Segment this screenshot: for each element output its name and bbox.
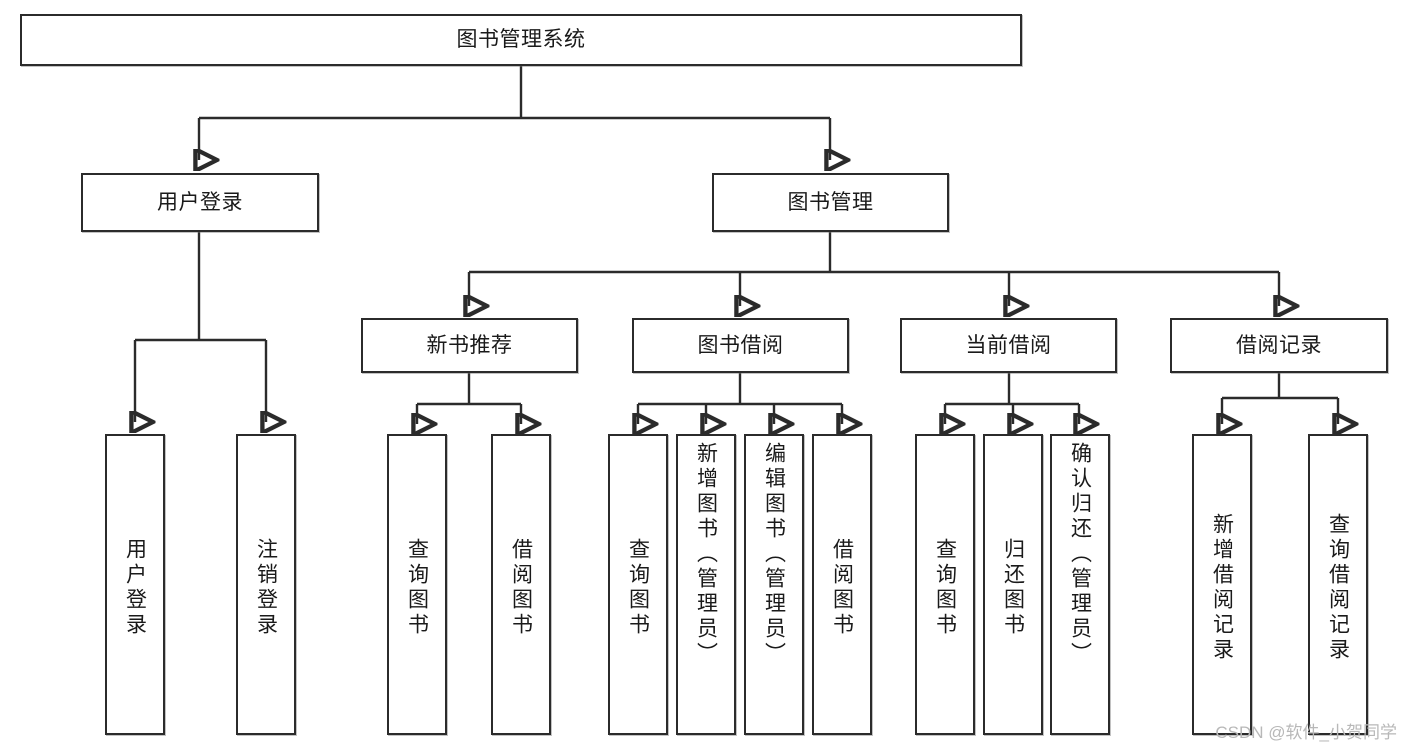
leaf-add-book[interactable]: 新增图书（管理员）	[676, 434, 736, 735]
node-label: 用户登录	[123, 537, 147, 638]
node-label: 图书借阅	[697, 333, 784, 357]
node-label: 当前借阅	[965, 333, 1052, 357]
node-label: 图书管理	[787, 190, 874, 214]
node-new-book-recommend[interactable]: 新书推荐	[361, 318, 578, 373]
node-root-book-management-system[interactable]: 图书管理系统	[20, 14, 1022, 66]
node-label: 确认归还（管理员）	[1068, 442, 1092, 667]
leaf-return-book[interactable]: 归还图书	[983, 434, 1043, 735]
node-label: 查询借阅记录	[1326, 512, 1350, 663]
node-label: 借阅图书	[830, 537, 854, 638]
leaf-edit-book[interactable]: 编辑图书（管理员）	[744, 434, 804, 735]
leaf-query-book-2[interactable]: 查询图书	[608, 434, 668, 735]
node-label: 查询图书	[626, 537, 650, 638]
leaf-borrow-book-2[interactable]: 借阅图书	[812, 434, 872, 735]
leaf-query-record[interactable]: 查询借阅记录	[1308, 434, 1368, 735]
node-label: 新增借阅记录	[1210, 512, 1234, 663]
node-label: 新增图书（管理员）	[694, 442, 718, 667]
leaf-query-book-1[interactable]: 查询图书	[387, 434, 447, 735]
leaf-borrow-book-1[interactable]: 借阅图书	[491, 434, 551, 735]
node-current-borrow[interactable]: 当前借阅	[900, 318, 1117, 373]
watermark-text: CSDN @软件_小贺同学	[1215, 723, 1397, 742]
node-user-login[interactable]: 用户登录	[81, 173, 319, 232]
leaf-query-book-3[interactable]: 查询图书	[915, 434, 975, 735]
node-label: 新书推荐	[426, 333, 513, 357]
node-label: 查询图书	[405, 537, 429, 638]
node-label: 查询图书	[933, 537, 957, 638]
node-label: 归还图书	[1001, 537, 1025, 638]
node-book-borrow[interactable]: 图书借阅	[632, 318, 849, 373]
leaf-user-login[interactable]: 用户登录	[105, 434, 165, 735]
leaf-confirm-return[interactable]: 确认归还（管理员）	[1050, 434, 1110, 735]
node-label: 图书管理系统	[456, 28, 586, 52]
node-borrow-record[interactable]: 借阅记录	[1170, 318, 1388, 373]
leaf-logout[interactable]: 注销登录	[236, 434, 296, 735]
node-label: 用户登录	[157, 190, 243, 214]
node-book-manage[interactable]: 图书管理	[712, 173, 949, 232]
node-label: 借阅记录	[1236, 333, 1322, 357]
node-label: 借阅图书	[509, 537, 533, 638]
node-label: 编辑图书（管理员）	[762, 442, 786, 667]
leaf-add-record[interactable]: 新增借阅记录	[1192, 434, 1252, 735]
node-label: 注销登录	[254, 537, 278, 638]
